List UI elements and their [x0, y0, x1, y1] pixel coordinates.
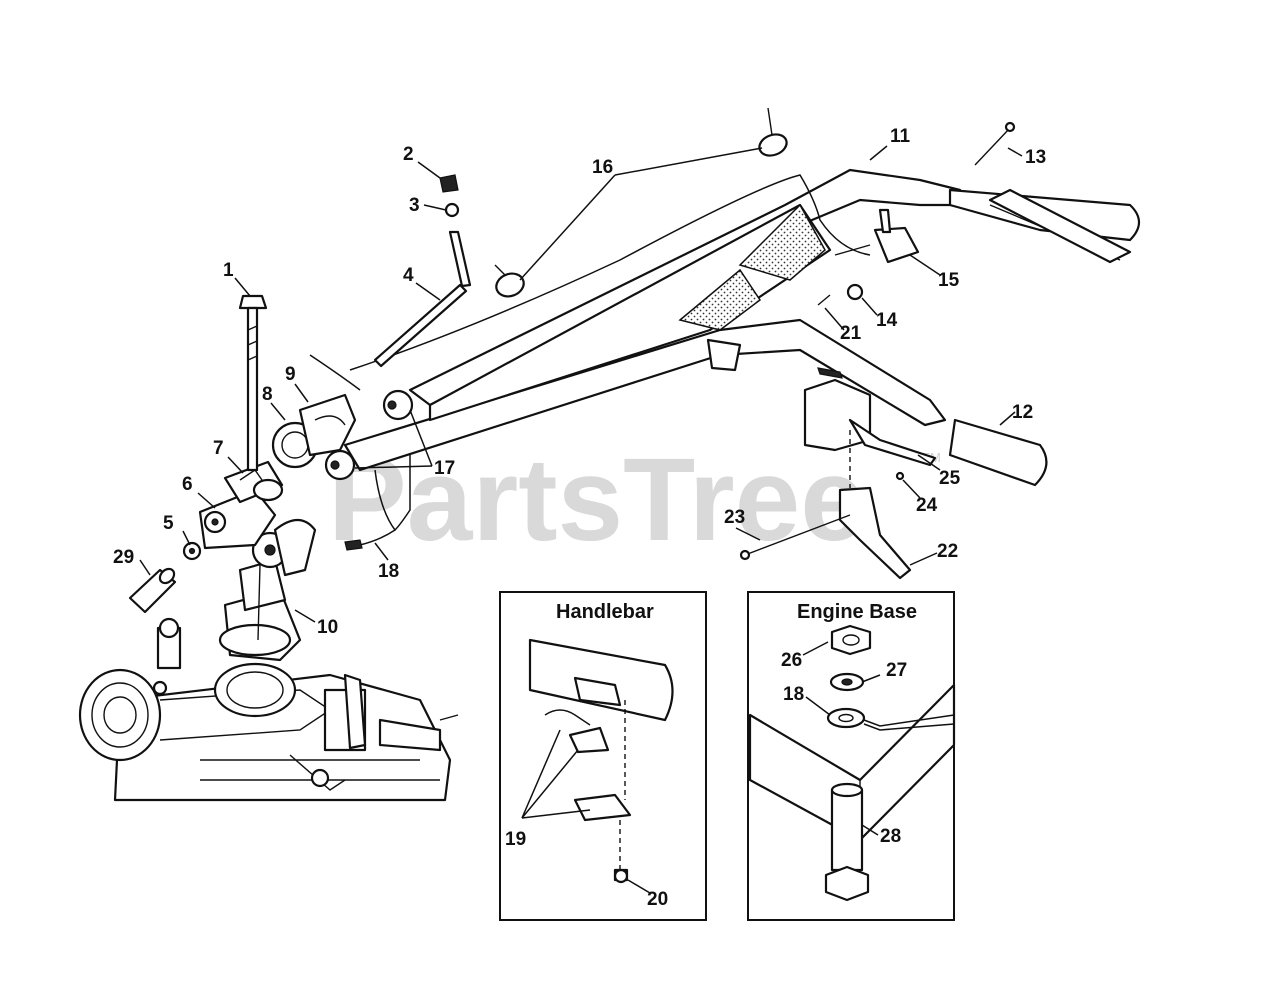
callout-1: 1 [223, 260, 234, 281]
callout-10: 10 [317, 617, 338, 638]
callout-21: 21 [840, 323, 862, 344]
interlock-bracket [739, 367, 937, 580]
callout-11: 11 [890, 126, 911, 147]
inset-title-engine-base: Engine Base [797, 601, 917, 623]
callout-20: 20 [647, 889, 668, 910]
switch-15 [817, 208, 920, 306]
inset-handlebar: Handlebar [499, 591, 707, 921]
callout-22: 22 [937, 541, 958, 562]
callout-18: 18 [378, 561, 399, 582]
callouts: 1 2 3 4 5 6 7 8 9 10 11 12 13 14 15 16 1… [113, 126, 1046, 910]
callout-28: 28 [880, 826, 901, 847]
shift-assembly-10 [213, 518, 317, 718]
handlebar-frame [343, 168, 1141, 487]
callout-2: 2 [403, 144, 414, 165]
callout-29: 29 [113, 547, 134, 568]
bracket-6-7 [198, 460, 284, 550]
callout-26: 26 [781, 650, 802, 671]
callout-19: 19 [505, 829, 526, 850]
callout-27: 27 [886, 660, 907, 681]
lock-nuts-17 [324, 389, 414, 481]
inset-engine-base: Engine Base [747, 591, 956, 921]
callout-9: 9 [285, 364, 296, 385]
clamp-8-9 [271, 393, 357, 470]
callout-3: 3 [409, 195, 420, 216]
callout-18-inset: 18 [783, 684, 804, 705]
engine-transmission [78, 617, 459, 802]
bolt-13 [974, 121, 1016, 166]
callout-7: 7 [213, 438, 224, 459]
callout-24: 24 [916, 495, 938, 516]
callout-4: 4 [403, 265, 414, 286]
callout-6: 6 [182, 474, 193, 495]
nut-5 [182, 541, 202, 561]
callout-14: 14 [876, 310, 898, 331]
callout-25: 25 [939, 468, 961, 489]
cable-ties-16 [494, 107, 788, 298]
callout-12: 12 [1012, 402, 1033, 423]
leader-lines [139, 145, 1023, 894]
callout-8: 8 [262, 384, 273, 405]
pin-29 [128, 567, 177, 614]
callout-17: 17 [434, 458, 455, 479]
callout-5: 5 [163, 513, 174, 534]
control-cable [309, 174, 871, 391]
wire-harness-18 [344, 455, 411, 551]
bolt-1 [238, 294, 268, 472]
inset-title-handlebar: Handlebar [556, 601, 654, 623]
callout-13: 13 [1025, 147, 1046, 168]
callout-15: 15 [938, 270, 960, 291]
callout-23: 23 [724, 507, 745, 528]
callout-16: 16 [592, 157, 613, 178]
watermark: PartsTree [328, 434, 866, 566]
